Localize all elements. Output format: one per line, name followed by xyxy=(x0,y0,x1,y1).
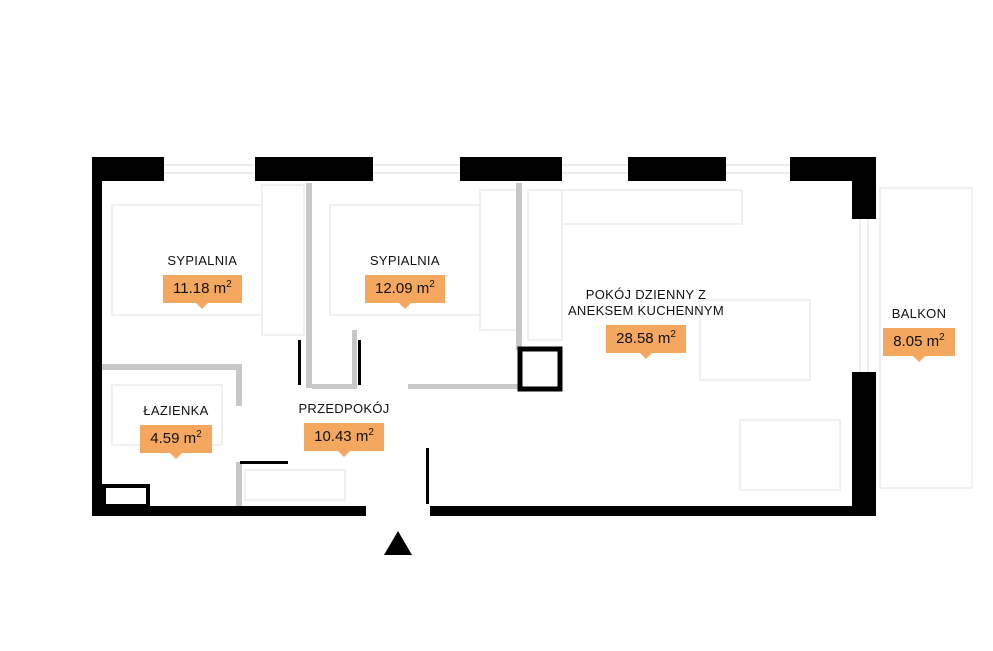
wall-segment xyxy=(430,506,876,516)
partition-walls xyxy=(102,183,522,508)
room-lazienka: ŁAZIENKA 4.59 m2 xyxy=(122,403,230,459)
area-tag: 4.59 m2 xyxy=(140,425,212,459)
partition-wall xyxy=(516,183,522,350)
door-leaf xyxy=(240,461,288,464)
unit-exponent: 2 xyxy=(429,279,435,290)
entrance-arrow-icon xyxy=(384,531,412,555)
unit-exponent: 2 xyxy=(368,427,374,438)
area-tag: 8.05 m2 xyxy=(883,328,955,362)
wall-segment xyxy=(92,157,164,181)
area-value: 28.58 m xyxy=(616,330,671,347)
unit-exponent: 2 xyxy=(196,429,202,440)
table-outline xyxy=(699,299,811,381)
partition-wall xyxy=(352,330,357,388)
area-tag: 28.58 m2 xyxy=(606,325,686,359)
area-value: 12.09 m xyxy=(375,280,430,297)
area-value: 8.05 m xyxy=(893,333,940,350)
partition-wall xyxy=(408,384,520,389)
room-balkon: BALKON 8.05 m2 xyxy=(866,306,972,362)
kitchen-counter-outline xyxy=(527,189,563,341)
room-name: BALKON xyxy=(891,306,947,321)
wall-segment xyxy=(255,157,373,181)
furniture-outlines xyxy=(111,184,973,501)
area-value: 11.18 m xyxy=(173,280,227,297)
wardrobe-outline xyxy=(261,184,305,336)
room-przedpokoj: PRZEDPOKÓJ 10.43 m2 xyxy=(290,401,398,457)
doors xyxy=(240,340,429,504)
wall-segment xyxy=(460,157,562,181)
wall-segment xyxy=(852,372,876,516)
room-name-line-2: ANEKSEM KUCHENNYM xyxy=(567,303,725,318)
room-pokoj-dzienny: POKÓJ DZIENNY Z ANEKSEM KUCHENNYM 28.58 … xyxy=(563,287,729,359)
room-sypialnia-1: SYPIALNIA 11.18 m2 xyxy=(163,253,242,309)
partition-wall xyxy=(236,462,242,508)
wall-segment xyxy=(92,157,102,516)
unit-exponent: 2 xyxy=(939,332,945,343)
unit-exponent: 2 xyxy=(670,329,676,340)
room-name-line-1: POKÓJ DZIENNY Z xyxy=(585,287,707,302)
unit-exponent: 2 xyxy=(226,279,232,290)
sofa-outline xyxy=(739,419,841,491)
shoe-cabinet-outline xyxy=(244,469,346,501)
room-name: SYPIALNIA xyxy=(167,253,238,268)
wardrobe-outline xyxy=(479,189,519,331)
room-name: ŁAZIENKA xyxy=(143,403,209,418)
door-leaf xyxy=(426,448,429,504)
area-value: 4.59 m xyxy=(150,430,197,447)
area-tag: 11.18 m2 xyxy=(163,275,242,309)
shower-tray xyxy=(102,484,150,508)
ventilation-shaft xyxy=(517,346,563,392)
partition-wall xyxy=(312,384,357,389)
balcony-outline xyxy=(879,187,973,489)
room-name: PRZEDPOKÓJ xyxy=(298,401,390,416)
partition-wall xyxy=(102,364,242,370)
window-frames xyxy=(164,164,869,372)
room-name: SYPIALNIA xyxy=(369,253,440,268)
area-tag: 10.43 m2 xyxy=(304,423,384,457)
wall-segment xyxy=(92,506,366,516)
wall-segment xyxy=(628,157,726,181)
area-value: 10.43 m xyxy=(314,428,369,445)
exterior-walls xyxy=(92,157,876,516)
kitchen-counter-outline xyxy=(561,189,743,225)
partition-wall xyxy=(306,183,312,388)
wall-segment xyxy=(852,157,876,219)
door-leaf xyxy=(358,340,361,385)
area-tag: 12.09 m2 xyxy=(365,275,445,309)
partition-wall xyxy=(236,364,242,406)
door-leaf xyxy=(298,340,301,385)
room-sypialnia-2: SYPIALNIA 12.09 m2 xyxy=(365,253,445,309)
